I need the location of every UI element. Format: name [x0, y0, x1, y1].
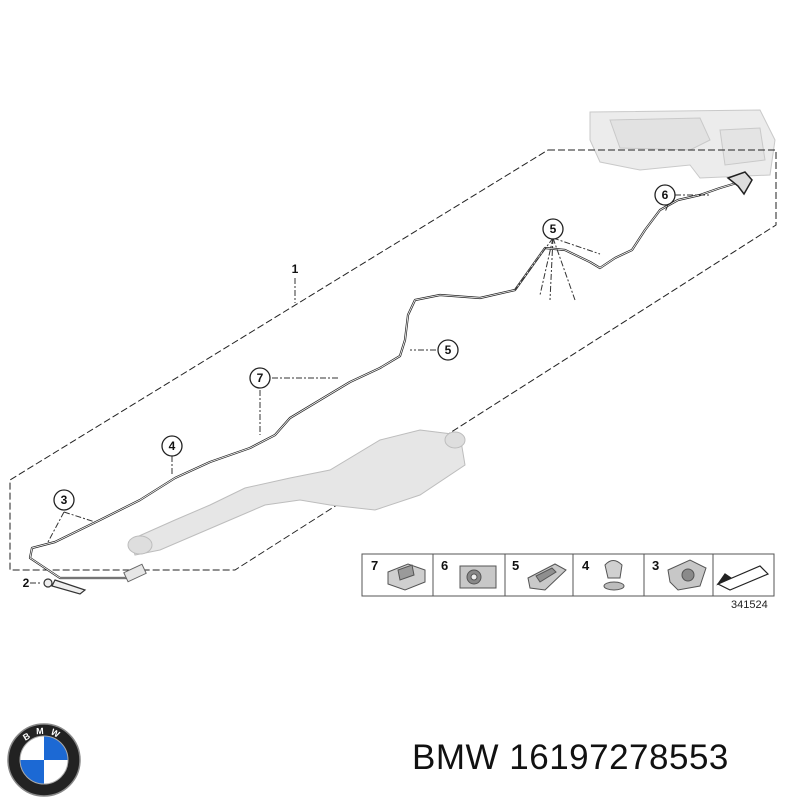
clip-4-icon — [603, 560, 625, 591]
clip-6-icon — [459, 565, 497, 589]
clip-5-icon — [527, 563, 567, 591]
callout-6-label: 6 — [662, 188, 669, 202]
callout-7-label: 7 — [257, 371, 264, 385]
legend-strip: 7 6 5 4 3 — [361, 553, 775, 597]
direction-arrow-icon — [716, 565, 770, 591]
connector-tank-end — [726, 171, 753, 196]
callout-1: 1 — [292, 262, 299, 276]
callout-6: 6 — [654, 184, 676, 206]
callout-4-label: 4 — [169, 439, 176, 453]
assembly-frame — [9, 149, 777, 571]
callout-5-middle: 5 — [437, 339, 459, 361]
callout-1-label: 1 — [292, 262, 299, 276]
fuel-line — [28, 180, 741, 580]
legend-number-7: 7 — [371, 558, 378, 573]
line-end-fitting — [123, 563, 147, 583]
callout-5-upper-label: 5 — [550, 222, 557, 236]
callout-7: 7 — [249, 367, 271, 389]
reference-number: 341524 — [731, 599, 768, 611]
callout-2: 2 — [23, 576, 30, 590]
callout-5-middle-label: 5 — [445, 343, 452, 357]
fuel-line-inner — [29, 181, 741, 579]
legend-number-5: 5 — [512, 558, 519, 573]
bracket-part-2 — [43, 578, 87, 595]
callout-5-upper: 5 — [542, 218, 564, 240]
fuel-tank — [589, 109, 776, 179]
legend-number-4: 4 — [582, 558, 590, 573]
legend-number-3: 3 — [652, 558, 659, 573]
callout-4: 4 — [161, 435, 183, 457]
caption: BMW 16197278553 — [412, 738, 729, 777]
bmw-logo: BMW — [7, 723, 81, 797]
callout-3-label: 3 — [61, 493, 68, 507]
callout-2-label: 2 — [23, 576, 30, 590]
exhaust-silencer — [127, 429, 466, 556]
legend-number-6: 6 — [441, 558, 448, 573]
callout-3: 3 — [53, 489, 75, 511]
clip-3-icon — [667, 559, 707, 591]
leader-lines — [30, 194, 710, 584]
clip-7-icon — [387, 563, 426, 591]
